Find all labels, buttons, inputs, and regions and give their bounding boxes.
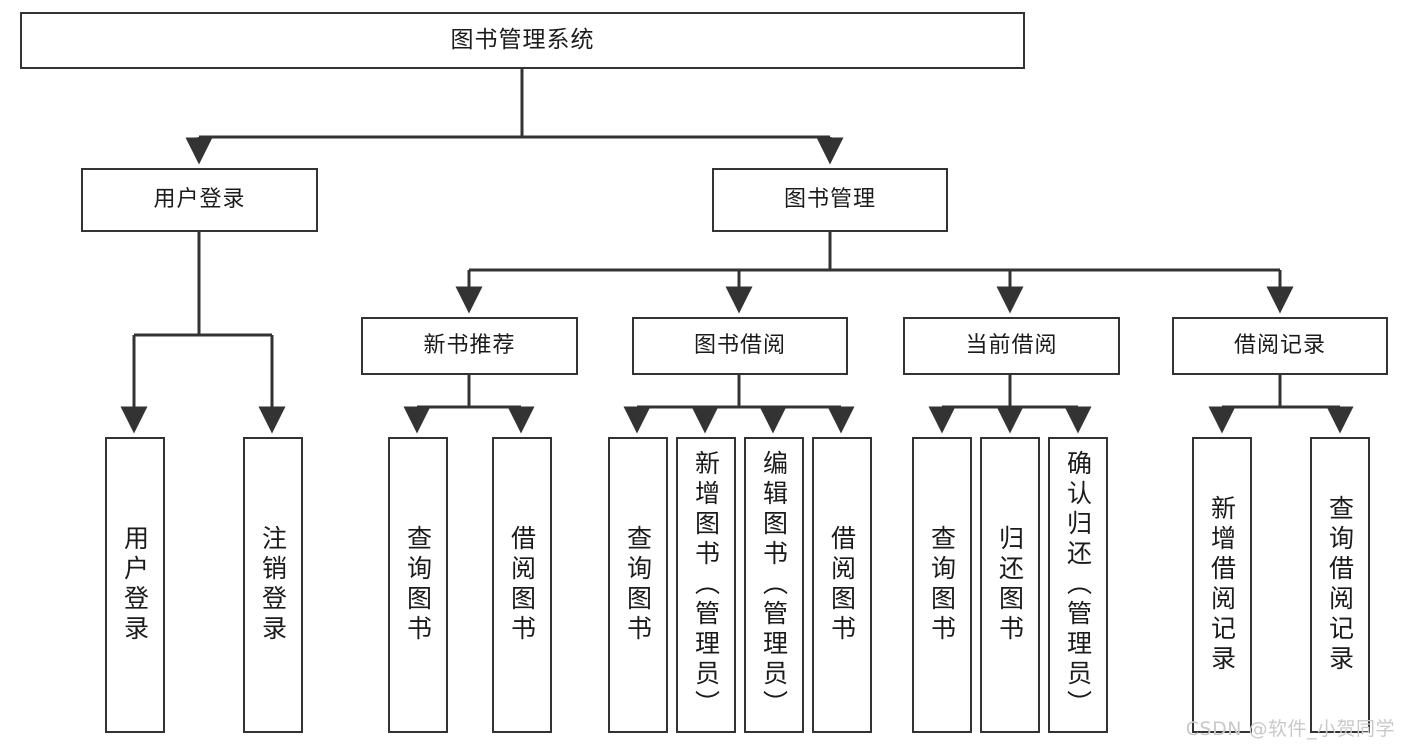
- leaf-new-book-query[interactable]: 查询图书: [388, 437, 448, 733]
- node-borrow-record-label: 借阅记录: [1233, 333, 1326, 359]
- node-current-borrow[interactable]: 当前借阅: [903, 317, 1120, 375]
- node-book-borrow[interactable]: 图书借阅: [632, 317, 848, 375]
- leaf-new-book-borrow[interactable]: 借阅图书: [492, 437, 552, 733]
- leaf-new-book-query-label: 查询图书: [403, 525, 433, 645]
- node-new-book-recommend[interactable]: 新书推荐: [361, 317, 578, 375]
- leaf-user-login-logout[interactable]: 注销登录: [243, 437, 303, 733]
- leaf-current-borrow-query[interactable]: 查询图书: [912, 437, 972, 733]
- node-book-borrow-label: 图书借阅: [693, 333, 786, 359]
- node-user-login[interactable]: 用户登录: [81, 168, 318, 232]
- node-root-label: 图书管理系统: [450, 27, 595, 54]
- leaf-user-login-login[interactable]: 用户登录: [105, 437, 165, 733]
- node-book-management[interactable]: 图书管理: [712, 168, 948, 232]
- node-current-borrow-label: 当前借阅: [965, 333, 1058, 359]
- node-root-system[interactable]: 图书管理系统: [20, 12, 1025, 69]
- node-user-login-label: 用户登录: [153, 187, 246, 213]
- leaf-book-borrow-edit[interactable]: 编辑图书（管理员）: [744, 437, 804, 733]
- leaf-book-borrow-add[interactable]: 新增图书（管理员）: [676, 437, 736, 733]
- leaf-book-borrow-edit-label: 编辑图书（管理员）: [759, 450, 789, 720]
- leaf-current-borrow-return[interactable]: 归还图书: [980, 437, 1040, 733]
- node-book-management-label: 图书管理: [783, 187, 876, 213]
- leaf-borrow-record-query-label: 查询借阅记录: [1325, 495, 1355, 675]
- leaf-book-borrow-query[interactable]: 查询图书: [608, 437, 668, 733]
- leaf-new-book-borrow-label: 借阅图书: [507, 525, 537, 645]
- leaf-book-borrow-add-label: 新增图书（管理员）: [691, 450, 721, 720]
- leaf-current-borrow-query-label: 查询图书: [927, 525, 957, 645]
- leaf-borrow-record-add[interactable]: 新增借阅记录: [1192, 437, 1252, 733]
- leaf-borrow-record-query[interactable]: 查询借阅记录: [1310, 437, 1370, 733]
- leaf-book-borrow-borrow-label: 借阅图书: [827, 525, 857, 645]
- leaf-current-borrow-confirm-label: 确认归还（管理员）: [1063, 450, 1093, 720]
- node-borrow-record[interactable]: 借阅记录: [1172, 317, 1388, 375]
- node-new-book-recommend-label: 新书推荐: [423, 333, 516, 359]
- leaf-current-borrow-confirm[interactable]: 确认归还（管理员）: [1048, 437, 1108, 733]
- leaf-book-borrow-query-label: 查询图书: [623, 525, 653, 645]
- leaf-user-login-logout-label: 注销登录: [258, 525, 288, 645]
- leaf-book-borrow-borrow[interactable]: 借阅图书: [812, 437, 872, 733]
- leaf-user-login-login-label: 用户登录: [120, 525, 150, 645]
- leaf-borrow-record-add-label: 新增借阅记录: [1207, 495, 1237, 675]
- leaf-current-borrow-return-label: 归还图书: [995, 525, 1025, 645]
